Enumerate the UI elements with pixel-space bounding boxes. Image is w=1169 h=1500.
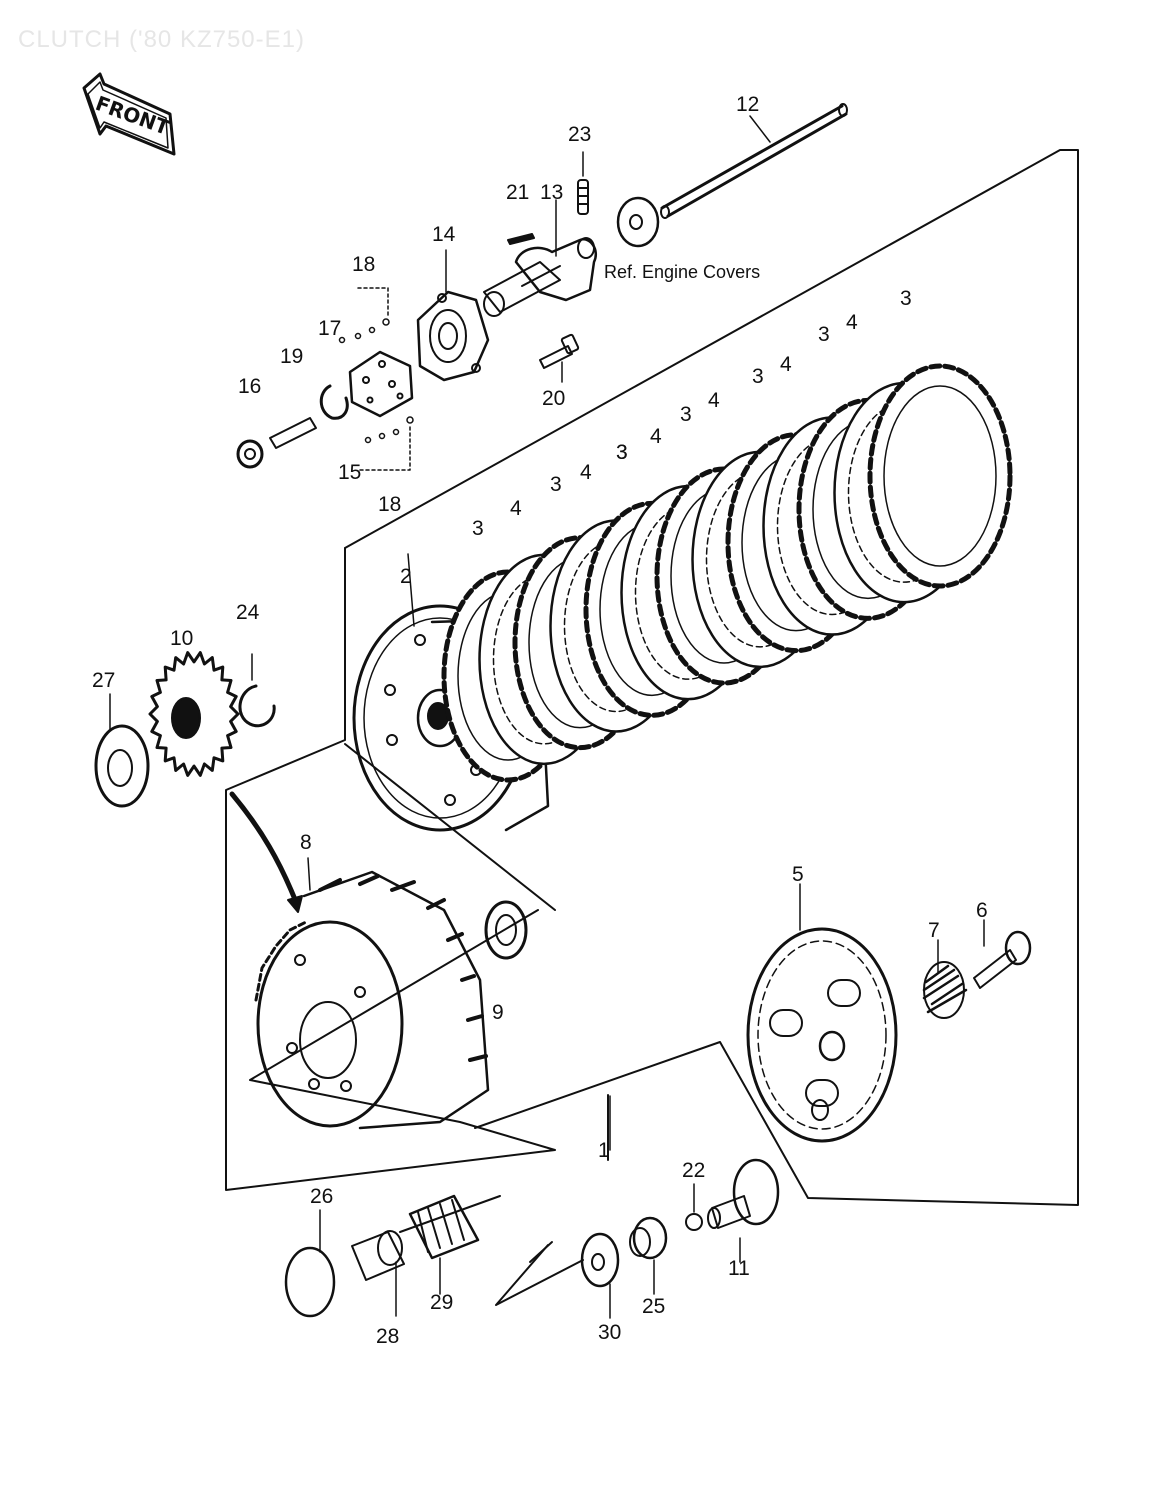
clutch-plate-stack — [441, 363, 1013, 783]
part-label-18: 18 — [352, 253, 376, 276]
ref-engine-covers-note: Ref. Engine Covers — [604, 262, 761, 282]
part-label-17: 17 — [318, 317, 342, 340]
part-label-11: 11 — [728, 1257, 750, 1280]
spring-bolt-6 — [973, 930, 1032, 989]
part-label-10: 10 — [170, 627, 194, 650]
part-label-4: 4 — [650, 425, 662, 448]
part-label-22: 22 — [682, 1159, 706, 1182]
friction-plate — [867, 363, 1013, 589]
part-label-28: 28 — [376, 1325, 400, 1348]
part-label-26: 26 — [310, 1185, 334, 1208]
part-label-27: 27 — [92, 669, 116, 692]
part-label-7: 7 — [928, 919, 940, 942]
part-label-23: 23 — [568, 123, 592, 146]
release-holder-14 — [416, 290, 490, 382]
part-label-24: 24 — [236, 601, 260, 624]
thrust-washer-9 — [484, 900, 528, 960]
pressure-plate-5 — [746, 927, 898, 1143]
part-label-3: 3 — [752, 365, 764, 388]
part-label-4: 4 — [580, 461, 592, 484]
part-label-5: 5 — [792, 863, 804, 886]
part-label-9: 9 — [492, 1001, 504, 1024]
sleeve-28 — [351, 1230, 405, 1281]
part-label-3: 3 — [616, 441, 628, 464]
washer-27 — [94, 724, 150, 808]
part-label-4: 4 — [510, 497, 522, 520]
part-label-8: 8 — [300, 831, 312, 854]
push-piece-11 — [707, 1158, 780, 1229]
part-label-3: 3 — [680, 403, 692, 426]
part-label-2: 2 — [400, 565, 412, 588]
front-arrow-icon: FRONT — [82, 72, 176, 156]
gear-10-bore — [171, 697, 201, 739]
spring-pin-23 — [577, 179, 589, 215]
screw-dots-18 — [338, 287, 414, 471]
part-label-21: 21 — [506, 181, 530, 204]
part-label-3: 3 — [550, 473, 562, 496]
rod-washer — [616, 196, 660, 248]
part-label-19: 19 — [280, 345, 304, 368]
bearing-25 — [629, 1216, 668, 1260]
pin-21 — [507, 233, 535, 245]
part-label-12: 12 — [736, 93, 760, 116]
gear-29 — [399, 1194, 501, 1260]
adjuster-block — [348, 350, 414, 418]
diagram-title: CLUTCH ('80 KZ750-E1) — [18, 26, 305, 53]
push-rod-12 — [660, 103, 848, 219]
clutch-spring-7 — [922, 961, 968, 1019]
circlip-24 — [238, 684, 276, 728]
part-label-3: 3 — [472, 517, 484, 540]
circlip-19 — [319, 384, 349, 420]
assembly-arrow — [229, 791, 303, 913]
clutch-housing-8 — [254, 870, 490, 1130]
part-label-3: 3 — [900, 287, 912, 310]
ball-22 — [685, 1213, 703, 1231]
part-label-18: 18 — [378, 493, 402, 516]
bolt-20 — [539, 333, 580, 369]
part-label-29: 29 — [430, 1291, 454, 1314]
gear-10 — [148, 651, 240, 777]
release-lever-13 — [483, 237, 597, 317]
assembly-frame-lines — [225, 149, 1079, 1306]
pin-16 — [236, 417, 317, 469]
part-label-4: 4 — [708, 389, 720, 412]
part-label-15: 15 — [338, 461, 362, 484]
part-label-6: 6 — [976, 899, 988, 922]
part-label-4: 4 — [846, 311, 858, 334]
part-label-4: 4 — [780, 353, 792, 376]
leader-lines — [109, 115, 985, 1319]
part-label-14: 14 — [432, 223, 456, 246]
part-label-20: 20 — [542, 387, 566, 410]
washer-30 — [580, 1232, 620, 1288]
part-label-3: 3 — [818, 323, 830, 346]
part-label-30: 30 — [598, 1321, 622, 1344]
plate-inner-edge — [883, 385, 997, 567]
washer-26 — [284, 1246, 336, 1318]
part-label-25: 25 — [642, 1295, 666, 1318]
part-label-3: 3 — [616, 441, 628, 464]
part-label-1: 1 — [598, 1139, 610, 1162]
gear-10-teeth — [148, 651, 240, 777]
part-label-13: 13 — [540, 181, 564, 204]
part-label-16: 16 — [238, 375, 262, 398]
